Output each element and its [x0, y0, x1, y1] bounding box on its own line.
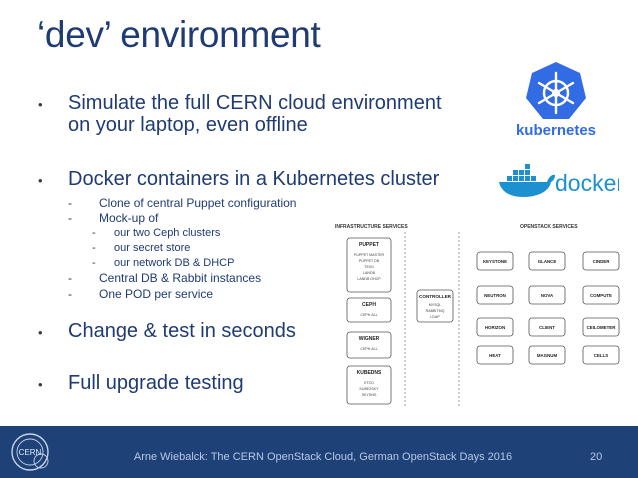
cern-logo-text: CERN — [19, 448, 42, 457]
controller-item: RABBITMQ — [426, 309, 445, 313]
infra-item: LANDB — [363, 271, 376, 275]
kubernetes-wordmark: kubernetes — [516, 122, 596, 138]
infra-item: PUPPET MASTER — [354, 253, 385, 257]
horizon-box: HORIZON — [485, 325, 505, 330]
cern-logo: CERN — [11, 433, 49, 471]
heat-box: HEAT — [489, 353, 501, 358]
infra-item: TEIGI — [364, 265, 373, 269]
client-box: CLIENT — [539, 325, 555, 330]
sub-text: our network DB & DHCP — [114, 257, 235, 269]
sub-marker: - — [92, 242, 96, 254]
bullet-marker: • — [38, 325, 43, 340]
kubernetes-logo: kubernetes — [516, 62, 596, 138]
ceph-box-title: CEPH — [362, 302, 376, 308]
controller-item: MYSQL — [429, 303, 442, 307]
infra-item: CEPH ALL — [360, 313, 377, 317]
controller-item: LDAP — [430, 315, 440, 319]
bullet-line: Docker containers in a Kubernetes cluste… — [68, 168, 440, 190]
infra-item: LANDB DHCP — [357, 277, 381, 281]
wigner-box-title: WIGNER — [359, 336, 380, 342]
nova-box: NOVA — [541, 293, 554, 298]
sub-text: our two Ceph clusters — [114, 227, 221, 239]
sub-text: our secret store — [114, 242, 191, 254]
cinder-box: CINDER — [593, 259, 611, 264]
puppet-box-title: PUPPET — [359, 242, 379, 248]
magnum-box: MAGNUM — [537, 353, 558, 358]
sub-text: One POD per service — [99, 287, 214, 301]
architecture-diagram: INFRASTRUCTURE SERVICES OPENSTACK SERVIC… — [333, 218, 633, 410]
infra-item: KUBE2SKY — [360, 387, 380, 391]
sub-marker: - — [68, 287, 72, 301]
keystone-box: KEYSTONE — [483, 259, 507, 264]
sub-marker: - — [68, 271, 72, 285]
openstack-services-title: OPENSTACK SERVICES — [520, 224, 578, 230]
docker-whale-icon — [499, 164, 555, 197]
sub-marker: - — [92, 227, 96, 239]
bullet-marker: • — [38, 377, 43, 392]
sub-marker: - — [92, 257, 96, 269]
sub-text: Mock-up of — [99, 211, 159, 225]
sub-text: Central DB & Rabbit instances — [99, 271, 262, 285]
bullet-upgrade: • Full upgrade testing — [38, 372, 338, 396]
kubedns-box-title: KUBEDNS — [357, 370, 382, 376]
infra-services-title: INFRASTRUCTURE SERVICES — [335, 224, 408, 230]
footer-credit: Arne Wiebalck: The CERN OpenStack Cloud,… — [133, 451, 513, 463]
bullet-line: Change & test in seconds — [68, 320, 296, 342]
bullet-marker: • — [38, 173, 43, 188]
bullet-simulate: • Simulate the full CERN cloud environme… — [38, 92, 478, 140]
bullet-change-test: • Change & test in seconds — [38, 320, 338, 344]
glance-box: GLANCE — [538, 259, 557, 264]
infra-item: CEPH ALL — [360, 347, 377, 351]
controller-box-title: CONTROLLER — [419, 294, 452, 299]
bullet-line: Simulate the full CERN cloud environment — [68, 92, 442, 114]
bullet-marker: • — [38, 97, 43, 112]
infra-item: ETCD — [364, 381, 374, 385]
docker-wordmark: docker — [555, 170, 619, 196]
sub-text: Clone of central Puppet configuration — [99, 196, 297, 210]
infra-item: PUPPET DB — [359, 259, 380, 263]
page-number: 20 — [590, 451, 603, 463]
compute-box: COMPUTE — [590, 293, 612, 298]
bullet-line: on your laptop, even offline — [68, 114, 308, 136]
bullet-line: Full upgrade testing — [68, 372, 244, 394]
neutron-box: NEUTRON — [484, 293, 506, 298]
slide-title: ‘dev’ environment — [37, 14, 321, 55]
footer-bar — [0, 426, 638, 478]
sub-marker: - — [68, 196, 72, 210]
ceilometer-box: CEILOMETER — [587, 325, 617, 330]
docker-logo: docker — [499, 164, 619, 197]
sub-marker: - — [68, 211, 72, 225]
bullet-docker: • Docker containers in a Kubernetes clus… — [38, 168, 498, 192]
cells-box: CELLS — [594, 353, 608, 358]
infra-item: SKYDNS — [362, 393, 377, 397]
